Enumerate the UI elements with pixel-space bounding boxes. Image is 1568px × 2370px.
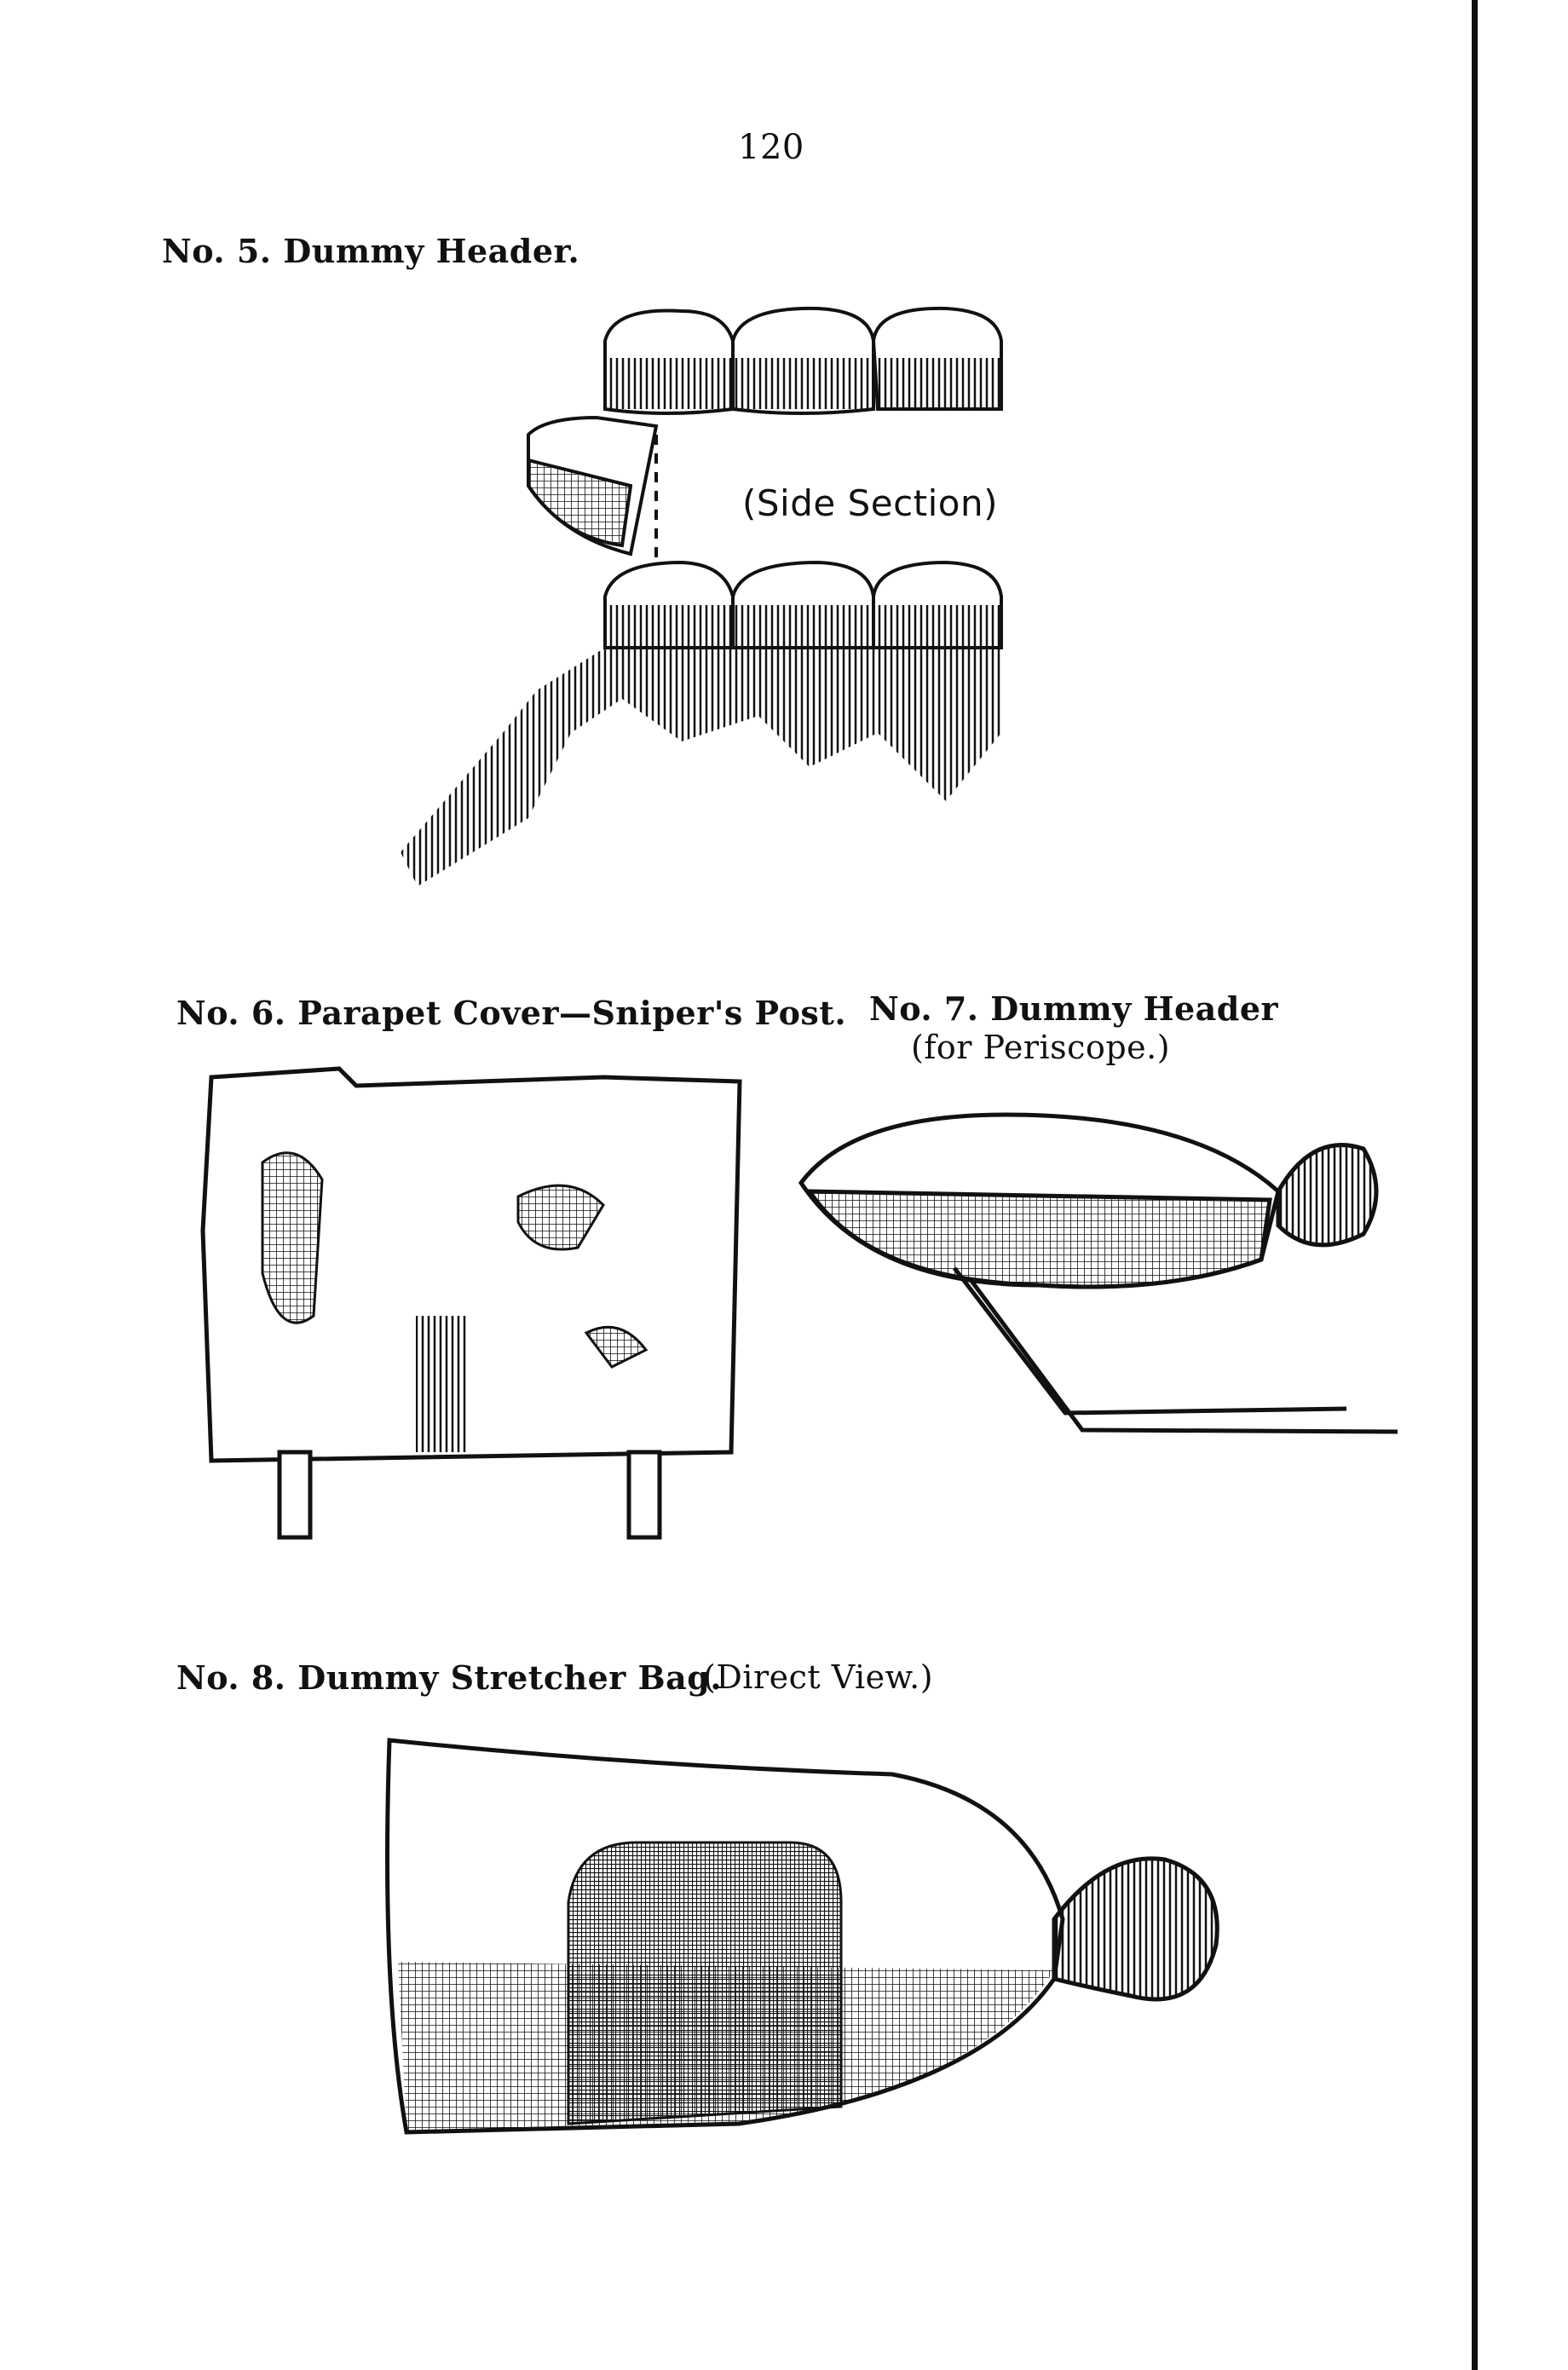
page-edge-rule [1472,0,1478,2370]
page-number: 120 [738,128,804,167]
figure-7-caption: No. 7. Dummy Header [869,989,1279,1028]
sandbag-parapet-section-illustration [401,306,1003,886]
periscope-sandbag-illustration [798,1112,1398,1434]
figure-8-subcaption: (Direct View.) [703,1658,934,1696]
figure-6-caption: No. 6. Parapet Cover—Sniper's Post. [176,994,847,1032]
figure-8-caption: No. 8. Dummy Stretcher Bag. [176,1658,723,1697]
figure-5-caption: No. 5. Dummy Header. [162,232,580,270]
side-section-label: (Side Section) [742,482,998,524]
parapet-cover-board-illustration [200,1066,742,1540]
figure-7-subcaption: (for Periscope.) [911,1029,1171,1066]
stretcher-bag-illustration [385,1738,1219,2135]
